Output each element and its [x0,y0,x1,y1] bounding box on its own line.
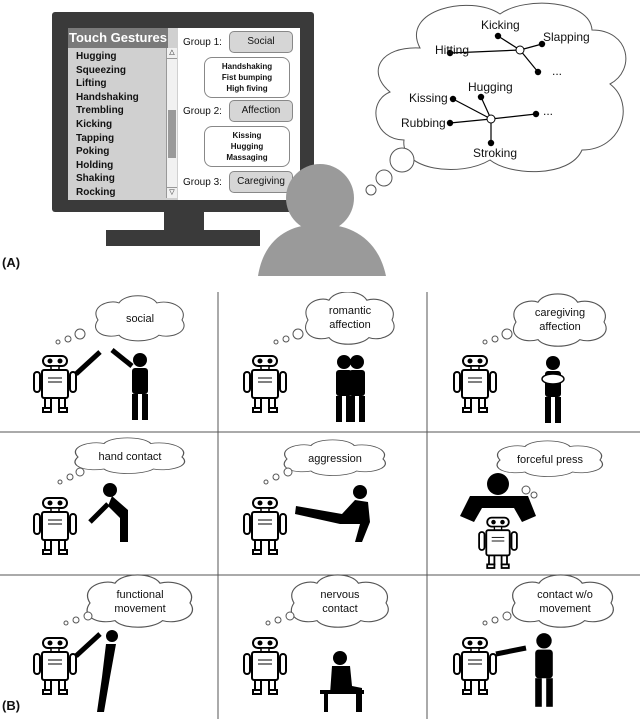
network-label-kissing: Kissing [409,91,448,105]
cell-hand-contact [33,437,186,555]
user-silhouette [258,164,386,276]
cell-aggression [243,439,386,555]
group-item: Fist bumping [221,73,273,82]
cell-caregiving-affection [453,293,607,423]
caption-aggression: aggression [308,453,362,465]
caption-forceful-press: forceful press [516,454,584,466]
network-label-slapping: Slapping [543,30,590,44]
group-2-box[interactable]: Kissing Hugging Massaging [204,126,290,167]
gesture-item[interactable]: Holding [76,159,114,171]
group-1-button[interactable]: Social [229,31,293,53]
monitor-stand [164,212,204,234]
network-label-stroking: Stroking [473,146,518,160]
group-panel: Group 1: Social Handshaking Fist bumping… [178,28,300,200]
gesture-item[interactable]: Poking [76,146,110,158]
group-item: Massaging [226,153,268,162]
scroll-thumb[interactable] [168,110,176,158]
grid-lines [0,292,640,719]
group-1-box[interactable]: Handshaking Fist bumping High fiving [204,57,290,98]
group-1-label: Group 1: [183,37,222,48]
gesture-item[interactable]: Tapping [76,132,115,144]
gesture-item[interactable]: Trembling [76,105,124,117]
group-3-label: Group 3: [183,177,222,188]
cell-social [33,295,185,420]
group-2-label: Group 2: [183,106,222,117]
panel-b-label: (B) [2,698,21,713]
network-label-hitting: Hitting [435,43,470,57]
gesture-item[interactable]: Kicking [76,118,113,130]
network-label-hugging: Hugging [468,80,513,94]
network-label-rubbing: Rubbing [401,116,446,130]
gesture-item[interactable]: Rocking [76,186,116,198]
gesture-item[interactable]: Hugging [76,51,117,62]
cell-functional-movement [33,574,194,712]
group-item: Handshaking [221,62,273,71]
cell-nervous-contact [243,574,389,712]
group-item: Hugging [230,142,264,151]
thought-cloud [365,2,627,196]
cell-contact-without-movement [453,574,614,707]
monitor-base [106,230,260,246]
group-item: Kissing [232,131,262,140]
cell-romantic-affection [243,292,395,422]
cell-forceful-press [460,440,604,569]
panel-a-label: (A) [2,255,21,270]
scroll-up-icon[interactable]: △ [167,48,177,59]
gesture-item[interactable]: Shaking [76,173,115,185]
scroll-down-icon[interactable]: ▽ [167,187,177,198]
scenario-grid [0,292,640,719]
gesture-list-panel: Touch Gestures Hugging Squeezing Lifting… [68,28,178,200]
gesture-list: Hugging Squeezing Lifting Handshaking Tr… [76,50,139,200]
gesture-item[interactable]: Lifting [76,78,107,90]
gesture-item[interactable]: Squeezing [76,64,127,76]
caption-hand-contact: hand contact [98,451,162,463]
gesture-list-title: Touch Gestures [68,28,168,48]
gesture-item[interactable]: Handshaking [76,91,139,103]
network-label-kicking: Kicking [481,18,520,32]
group-item: High fiving [226,84,268,93]
caption-social: social [125,313,155,325]
network-label-more: ... [552,64,563,78]
group-2-button[interactable]: Affection [229,100,293,122]
scrollbar[interactable]: △ ▽ [166,48,177,198]
network-label-more: ... [543,104,554,118]
